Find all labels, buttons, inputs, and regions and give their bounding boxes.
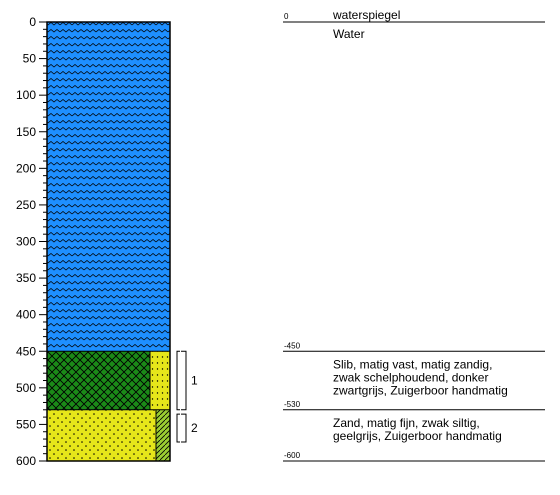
sample-label: 1 bbox=[191, 374, 198, 388]
depth-tick-label: 600 bbox=[16, 454, 36, 468]
layer-slib bbox=[47, 351, 150, 410]
soil-column bbox=[46, 21, 171, 462]
description-line: Water bbox=[333, 27, 365, 41]
depth-tick-label: 400 bbox=[16, 308, 36, 322]
depth-tick-label: 250 bbox=[16, 198, 36, 212]
layer-water bbox=[47, 22, 170, 352]
depth-tick-label: 550 bbox=[16, 417, 36, 431]
boundary-depth-label: -450 bbox=[284, 341, 301, 350]
layer-boundaries: 0 waterspiegel -450 -530 -600 bbox=[283, 8, 545, 462]
description-water: Water bbox=[333, 27, 365, 41]
boundary-depth-label: -600 bbox=[284, 451, 301, 460]
sample-bracket-outer bbox=[176, 350, 180, 411]
sample-brackets: 12 bbox=[176, 350, 198, 443]
depth-tick-label: 350 bbox=[16, 271, 36, 285]
depth-tick-label: 50 bbox=[23, 52, 37, 66]
depth-tick-label: 0 bbox=[29, 15, 36, 29]
description-line: geelgrijs, Zuigerboor handmatig bbox=[333, 429, 502, 443]
depth-tick-label: 150 bbox=[16, 125, 36, 139]
sample-bracket bbox=[181, 350, 187, 411]
description-slib: Slib, matig vast, matig zandig,zwak sche… bbox=[333, 357, 508, 397]
depth-tick-label: 500 bbox=[16, 381, 36, 395]
depth-tick-label: 450 bbox=[16, 344, 36, 358]
depth-tick-label: 200 bbox=[16, 161, 36, 175]
description-line: zwak schelphoudend, donker bbox=[333, 370, 488, 384]
depth-axis: 0 50 100 150 200 250 300 350 400 450 500 550 600 bbox=[16, 15, 47, 468]
description-line: zwartgrijs, Zuigerboor handmatig bbox=[333, 383, 508, 397]
depth-tick-label: 300 bbox=[16, 235, 36, 249]
boundary-depth-label: 0 bbox=[284, 12, 289, 21]
description-zand: Zand, matig fijn, zwak siltig,geelgrijs,… bbox=[333, 416, 502, 443]
layer-slib-admixture bbox=[150, 351, 170, 410]
column-outline bbox=[46, 21, 171, 462]
depth-tick-label: 100 bbox=[16, 88, 36, 102]
sample-bracket-outer bbox=[176, 413, 180, 443]
description-line: Zand, matig fijn, zwak siltig, bbox=[333, 416, 480, 430]
boundary-text: waterspiegel bbox=[332, 8, 400, 22]
boundary-depth-label: -530 bbox=[284, 400, 301, 409]
layer-zand bbox=[47, 409, 156, 461]
sample-label: 2 bbox=[191, 421, 198, 435]
layer-zand-admixture bbox=[156, 409, 170, 461]
description-line: Slib, matig vast, matig zandig, bbox=[333, 357, 492, 371]
sample-bracket bbox=[181, 413, 187, 443]
